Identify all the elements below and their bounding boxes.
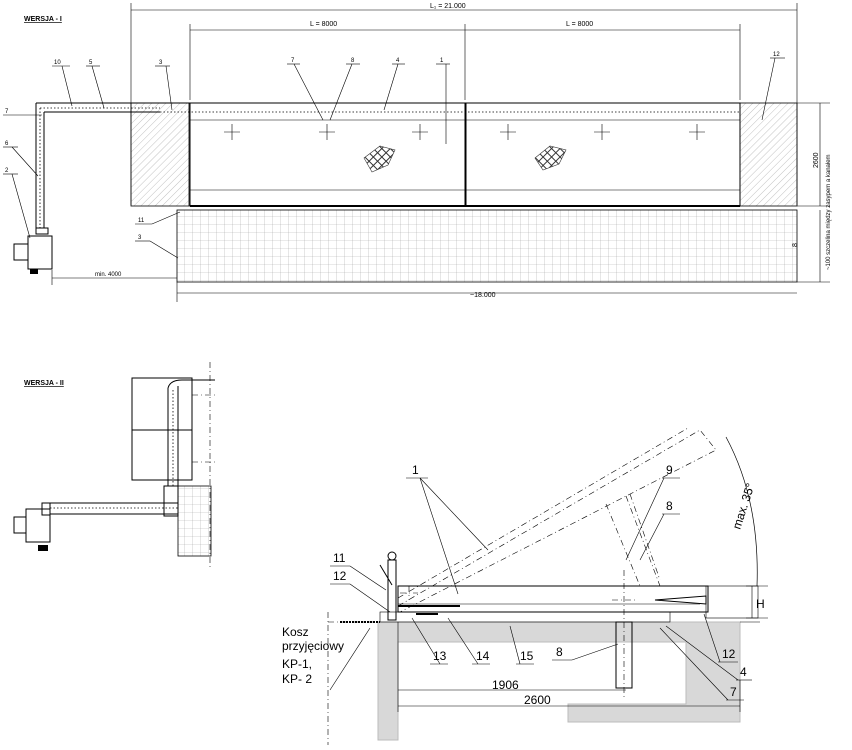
svg-text:3: 3 [138, 235, 142, 241]
svg-text:12: 12 [722, 647, 736, 661]
svg-text:Kosz: Kosz [282, 625, 309, 639]
v2-hopper-grid [177, 485, 212, 557]
variant2-plan: WERSJA - II [13, 362, 215, 568]
svg-text:14: 14 [476, 649, 490, 663]
svg-text:1: 1 [440, 58, 444, 64]
svg-text:8: 8 [351, 58, 355, 64]
right-end-block [739, 102, 798, 207]
section-labels: 1 9 8 11 12 13 14 15 8 [330, 463, 752, 701]
dim-2600-label: 2600 [524, 693, 551, 707]
dim-1906-label: 1906 [492, 678, 519, 692]
conveyor-segment-2 [465, 102, 741, 207]
variant1-title: WERSJA - I [24, 16, 62, 23]
svg-text:7: 7 [5, 109, 9, 115]
hopper-grid [176, 209, 798, 283]
variant1-labels: 10 5 3 7 8 4 1 12 7 6 2 11 3 [3, 52, 785, 259]
kosz-label: Kosz przyjęciowy KP-1, KP- 2 [282, 625, 371, 691]
svg-text:13: 13 [433, 649, 447, 663]
drive-unit [27, 235, 53, 270]
svg-text:8: 8 [556, 645, 563, 659]
v2-block-top [131, 377, 193, 431]
height-label: H [756, 597, 765, 611]
svg-text:KP- 2: KP- 2 [282, 672, 312, 686]
svg-text:7: 7 [291, 58, 295, 64]
dim-height-label: 2600 [813, 152, 820, 168]
svg-text:5: 5 [89, 60, 93, 66]
svg-text:1: 1 [412, 463, 419, 477]
svg-text:4: 4 [396, 58, 400, 64]
angle-label: max. 35° [730, 481, 758, 531]
svg-text:8: 8 [666, 499, 673, 513]
v2-feed-pipe [50, 502, 178, 515]
v2-block-bottom [131, 429, 193, 481]
left-end-block [130, 102, 190, 207]
side-note: ~100 szczelina między zasypem a kanałem [826, 154, 832, 270]
svg-text:12: 12 [773, 52, 780, 58]
material-pile-1 [363, 145, 396, 173]
dim-bottom-label: ~18.000 [470, 292, 496, 299]
variant2-title: WERSJA - II [24, 380, 64, 387]
svg-text:11: 11 [333, 551, 346, 565]
svg-text:6: 6 [5, 141, 9, 147]
svg-text:12: 12 [333, 569, 347, 583]
svg-text:10: 10 [54, 60, 61, 66]
svg-text:3: 3 [159, 60, 163, 66]
svg-text:4: 4 [740, 665, 747, 679]
foundation-shape [377, 621, 741, 741]
section-view: H max. 35° 1906 2600 Kosz przyjęciowy KP… [282, 427, 768, 745]
dim-seg1-label: L = 8000 [310, 21, 337, 28]
svg-text:7: 7 [730, 685, 737, 699]
dim-side-label: 8 [792, 243, 799, 247]
dim-total-label: L₁ = 21.000 [430, 3, 466, 10]
variant1-plan: WERSJA - I L₁ = 21.000 L = 8000 L = 8000 [3, 3, 832, 302]
feed-pipe [35, 102, 190, 228]
svg-text:KP-1,: KP-1, [282, 657, 312, 671]
dim-seg2-label: L = 8000 [566, 21, 593, 28]
center-marks [224, 124, 705, 140]
svg-text:przyjęciowy: przyjęciowy [282, 639, 344, 653]
material-pile-2 [534, 145, 567, 171]
raised-conveyor-outline [397, 429, 717, 613]
v2-drive-unit [25, 508, 51, 543]
svg-text:15: 15 [520, 649, 534, 663]
svg-text:2: 2 [5, 168, 9, 174]
dim-min-label: min. 4000 [95, 272, 122, 278]
svg-text:9: 9 [666, 463, 673, 477]
conveyor-segment-1 [189, 102, 466, 207]
svg-text:11: 11 [138, 218, 145, 224]
